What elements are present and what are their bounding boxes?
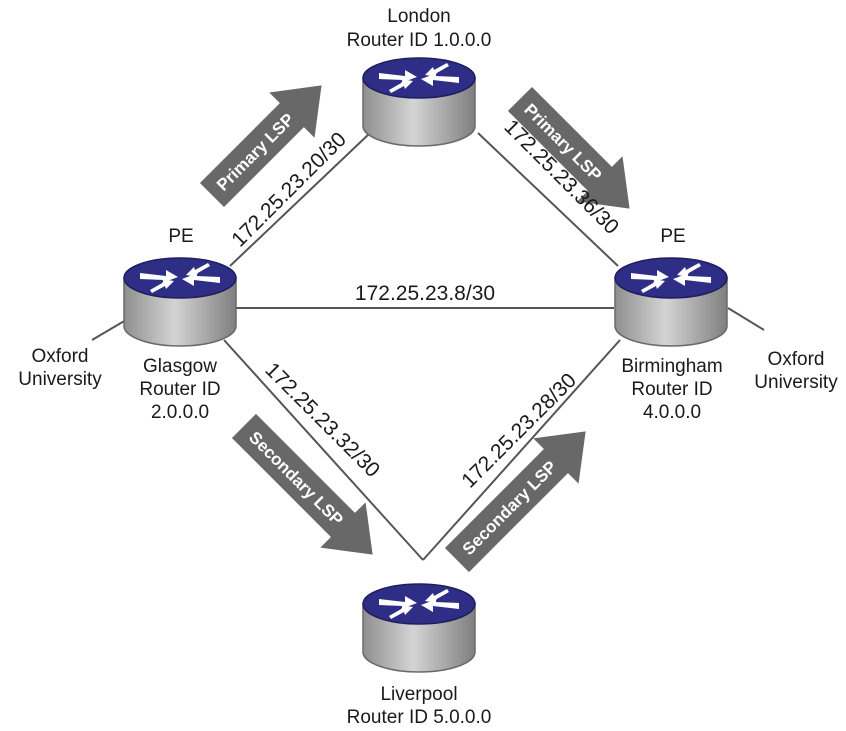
link-glasgow-london [229, 132, 371, 267]
link-glasgow-left-site [91, 319, 127, 341]
glasgow-router-id: 2.0.0.0 [151, 402, 209, 423]
liverpool-name: Liverpool [380, 684, 457, 705]
left-site-line2: University [18, 369, 102, 390]
birmingham-name: Birmingham [621, 356, 722, 377]
birmingham-router-id-label: Router ID [631, 379, 712, 400]
router-liverpool [362, 583, 476, 673]
glasgow-router-id-label: Router ID [139, 379, 220, 400]
birmingham-role: PE [660, 226, 685, 247]
link-glasgow-liverpool [223, 339, 424, 561]
liverpool-router-id: Router ID 5.0.0.0 [347, 707, 492, 728]
glasgow-role: PE [168, 226, 193, 247]
right-site-line2: University [754, 372, 838, 393]
link-liverpool-birmingham [422, 339, 621, 561]
secondary-lsp-down-arrow: Secondary LSP [231, 413, 373, 555]
router-london [362, 57, 476, 147]
primary-lsp-down-arrow: Primary LSP [507, 86, 630, 209]
london-name: London [387, 6, 450, 27]
london-router-id: Router ID 1.0.0.0 [347, 30, 492, 51]
router-birmingham [614, 257, 728, 347]
left-site-line1: Oxford [31, 346, 88, 367]
link-birmingham-right-site [727, 307, 765, 331]
router-glasgow [123, 257, 237, 347]
link-london-birmingham [477, 132, 619, 267]
subnet-glasgow-birmingham: 172.25.23.8/30 [355, 282, 495, 305]
glasgow-name: Glasgow [143, 356, 217, 377]
right-site-line1: Oxford [767, 349, 824, 370]
birmingham-router-id: 4.0.0.0 [643, 402, 701, 423]
